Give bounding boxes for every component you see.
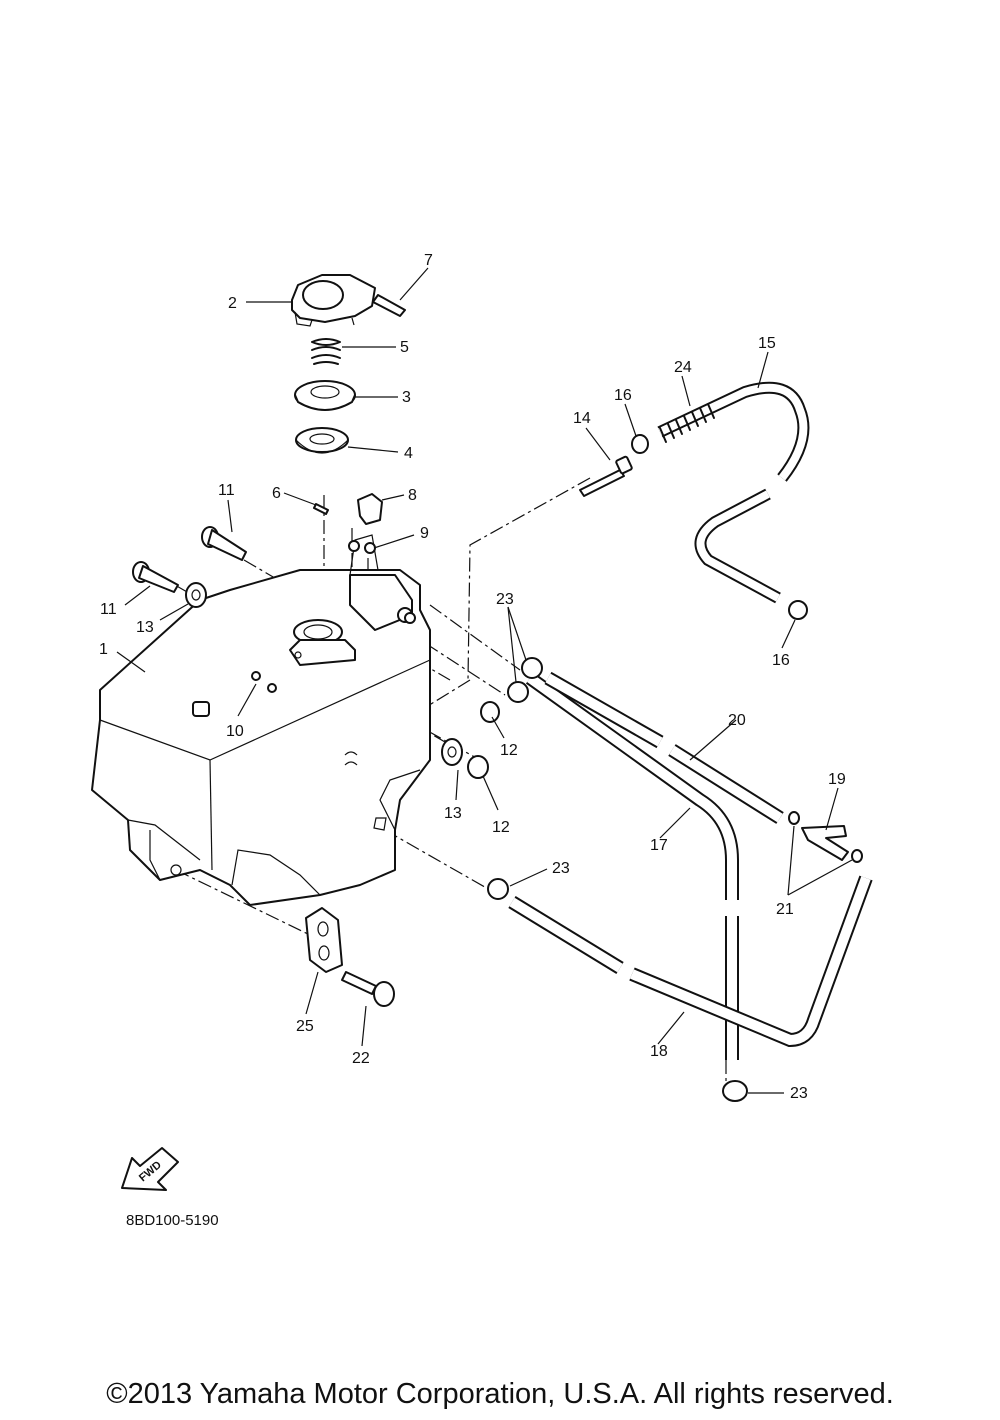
callout-22: 22: [352, 1050, 370, 1067]
copyright-notice: ©2013 Yamaha Motor Corporation, U.S.A. A…: [106, 1378, 894, 1410]
callout-21: 21: [776, 901, 794, 918]
callout-9: 9: [420, 525, 429, 542]
callout-17: 17: [650, 837, 668, 854]
callout-7: 7: [424, 252, 433, 269]
callout-labels: 1 2 3 4 5 6 7 8 9 10 11 11 12 12 13 13 1…: [99, 252, 846, 1102]
callout-25: 25: [296, 1018, 314, 1035]
callout-11-upper: 11: [218, 482, 235, 499]
callout-16-lower: 16: [772, 652, 790, 669]
callout-13-lower: 13: [444, 805, 462, 822]
hoses: [487, 381, 873, 1102]
oil-tank: [91, 534, 431, 906]
callout-5: 5: [400, 339, 409, 356]
drawing-code: 8BD100-5190: [126, 1212, 219, 1229]
callout-15: 15: [758, 335, 776, 352]
callout-12-lower: 12: [492, 819, 510, 836]
callout-14: 14: [573, 410, 591, 427]
leader-lines: [116, 267, 853, 1094]
callout-2: 2: [228, 295, 237, 312]
callout-23-middle: 23: [552, 860, 570, 877]
callout-12-upper: 12: [500, 742, 518, 759]
callout-13-upper: 13: [136, 619, 154, 636]
callout-3: 3: [402, 389, 411, 406]
callout-16-upper: 16: [614, 387, 632, 404]
callout-8: 8: [408, 487, 417, 504]
callout-10: 10: [226, 723, 244, 740]
callout-19: 19: [828, 771, 846, 788]
forward-direction-badge: FWD: [121, 1147, 179, 1191]
callout-23-bottom: 23: [790, 1085, 808, 1102]
cap-assembly: [251, 274, 406, 693]
callout-24: 24: [674, 359, 692, 376]
callout-18: 18: [650, 1043, 668, 1060]
callout-23-top: 23: [496, 591, 514, 608]
fasteners: [132, 455, 633, 1007]
callout-20: 20: [728, 712, 746, 729]
callout-6: 6: [272, 485, 281, 502]
callout-1: 1: [99, 641, 108, 658]
callout-4: 4: [404, 445, 413, 462]
callout-11-lower: 11: [100, 601, 117, 618]
